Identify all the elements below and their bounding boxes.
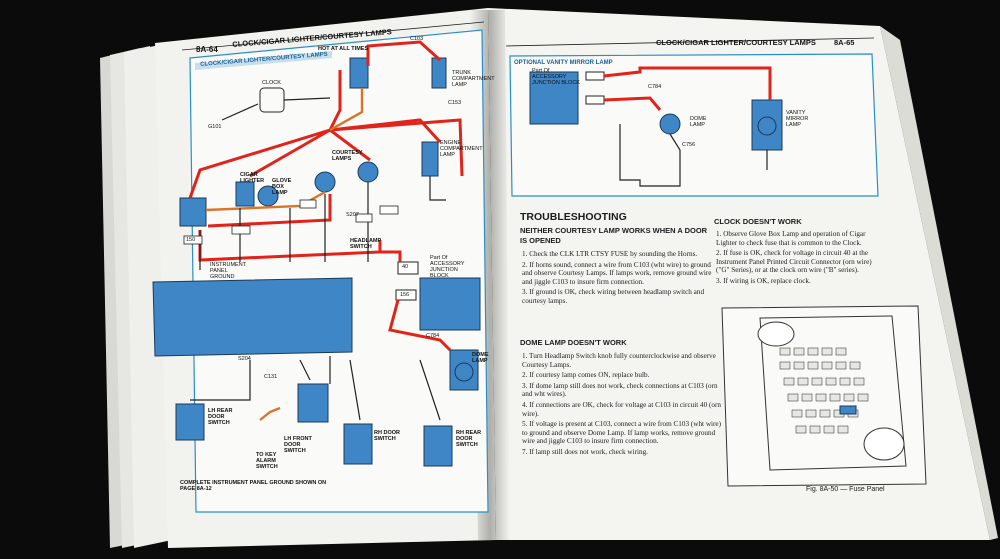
vanity-c784: C784 — [648, 84, 662, 90]
label-clock: CLOCK — [262, 80, 281, 86]
label-wire-40: 40 — [402, 264, 409, 270]
dome-heading: DOME LAMP DOESN'T WORK — [520, 338, 627, 347]
neither-steps: 1. Check the CLK LTR CTSY FUSE by soundi… — [522, 250, 712, 308]
step-text: 1. Check the CLK LTR CTSY FUSE by soundi… — [522, 250, 698, 258]
vanity-mirror-label: VANITY MIRROR LAMP — [786, 110, 809, 128]
clock-heading: CLOCK DOESN'T WORK — [714, 217, 802, 226]
vanity-dome-label: DOME LAMP — [690, 116, 707, 128]
label-lh-front-switch: LH FRONT DOOR SWITCH — [284, 436, 312, 454]
fig-caption: Fig. 8A-50 — Fuse Panel — [806, 486, 885, 493]
label-headlamp-switch: HEADLAMP SWITCH — [350, 238, 382, 250]
label-lh-rear-switch: LH REAR DOOR SWITCH — [208, 408, 233, 426]
step-text: 1. Turn Headlamp Switch knob fully count… — [522, 352, 716, 369]
vanity-block-label: Part Of ACCESSORY JUNCTION BLOCK — [532, 68, 580, 86]
step-text: 3. If dome lamp still does not work, che… — [522, 381, 718, 399]
label-wire-156: 156 — [400, 292, 410, 298]
left-page-number: 8A-64 — [196, 45, 218, 54]
step-text: 1. Observe Glove Box Lamp and operation … — [716, 230, 866, 247]
right-running-head: CLOCK/CIGAR LIGHTER/COURTESY LAMPS — [656, 38, 816, 47]
label-s207: S207 — [346, 212, 359, 218]
label-c153: C153 — [448, 100, 462, 106]
label-key-alarm: TO KEY ALARM SWITCH — [256, 452, 278, 470]
label-g101: G101 — [208, 124, 222, 130]
step-text: 4. If connections are OK, check for volt… — [522, 400, 721, 418]
dome-steps: 1. Turn Headlamp Switch knob fully count… — [522, 352, 722, 459]
label-hot-at-all-times: HOT AT ALL TIMES — [318, 46, 369, 52]
label-s204: S204 — [238, 356, 251, 362]
label-glove-box-lamp: GLOVE BOX LAMP — [272, 178, 292, 196]
step-text: 5. If voltage is present at C103, connec… — [522, 420, 721, 446]
step-text: 2. If courtesy lamp comes ON, replace bu… — [522, 371, 650, 380]
label-trunk-lamp: TRUNK COMPARTMENT LAMP — [452, 70, 495, 88]
label-c784: C784 — [426, 333, 440, 339]
label-rh-rear-switch: RH REAR DOOR SWITCH — [456, 430, 482, 448]
neither-heading: NEITHER COURTESY LAMP WORKS WHEN A DOOR … — [520, 226, 708, 245]
label-dome-lamp: DOME LAMP — [472, 352, 489, 364]
vanity-title: OPTIONAL VANITY MIRROR LAMP — [514, 60, 613, 66]
step-text: 3. If ground is OK, check wiring between… — [522, 288, 705, 305]
left-footnote: COMPLETE INSTRUMENT PANEL GROUND SHOWN O… — [180, 480, 327, 492]
label-cigar-lighter: CIGAR LIGHTER — [240, 172, 265, 184]
label-c131: C131 — [264, 374, 278, 380]
step-text: 2. If horns sound, connect a wire from C… — [522, 260, 712, 286]
step-text: 2. If fuse is OK, check for voltage in c… — [716, 249, 872, 275]
clock-steps: 1. Observe Glove Box Lamp and operation … — [716, 230, 886, 288]
label-ip-ground: INSTRUMENT PANEL GROUND — [210, 262, 246, 280]
step-text: 7. If lamp still does not work, check wi… — [522, 447, 648, 456]
label-c103: C103 — [410, 36, 424, 42]
troubleshooting-heading: TROUBLESHOOTING — [520, 211, 627, 223]
label-courtesy-lamps: COURTESY LAMPS — [332, 150, 363, 162]
label-engine-lamp: ENGINE COMPARTMENT LAMP — [440, 140, 483, 158]
vanity-c756: C756 — [682, 142, 696, 148]
step-text: 3. If wiring is OK, replace clock. — [716, 276, 811, 285]
label-accessory-block: Part Of ACCESSORY JUNCTION BLOCK — [430, 255, 465, 279]
label-rh-door-switch: RH DOOR SWITCH — [374, 430, 400, 442]
right-page-number: 8A-65 — [834, 38, 855, 47]
label-wire-150: 150 — [186, 237, 196, 243]
